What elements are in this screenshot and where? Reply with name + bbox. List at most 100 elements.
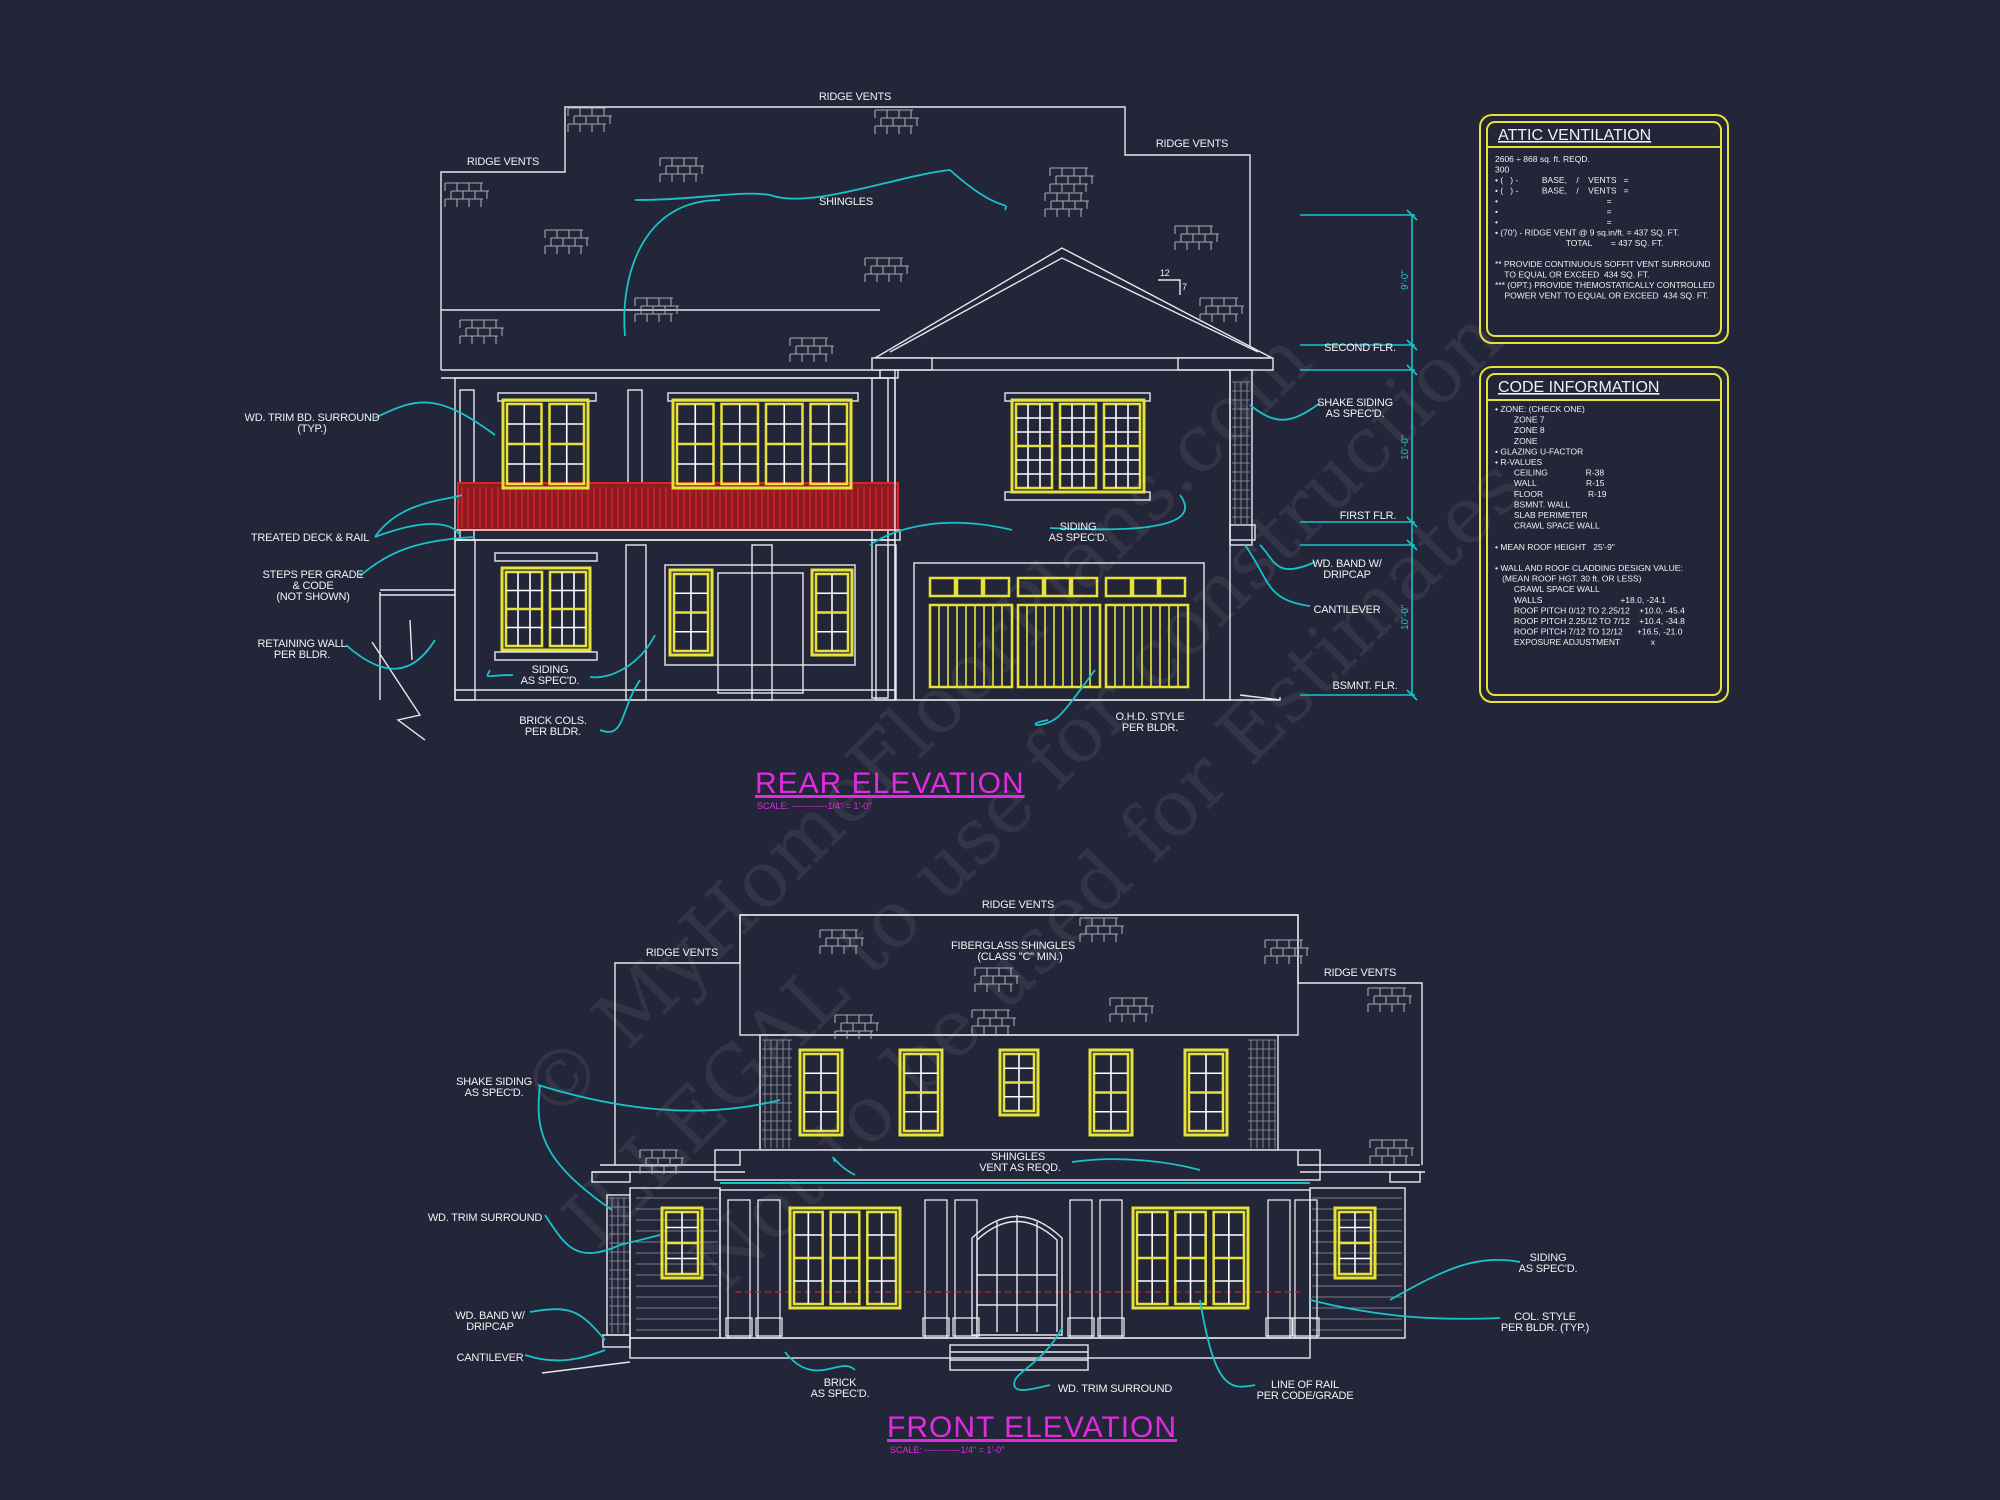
code-note-line: WALL R-15 (1495, 478, 1605, 488)
rear-dimension-string: 9'-0" 10'-0" 10'-0" (1300, 209, 1418, 701)
label-wd-trim-surround: WD. TRIM SURROUND (428, 1212, 543, 1224)
code-note-line: • ZONE: (CHECK ONE) (1495, 404, 1585, 414)
window (1010, 398, 1146, 494)
attic-note-line: 2606 ÷ 868 sq. ft. REQD. (1495, 154, 1590, 164)
rear-labels: RIDGE VENTS RIDGE VENTS RIDGE VENTS SHIN… (245, 91, 1398, 738)
window (671, 398, 853, 490)
shingle-patch (789, 337, 834, 362)
garage-glass-pane (955, 576, 984, 598)
window (1131, 1206, 1250, 1310)
label-retaining-wall-2: PER BLDR. (274, 649, 330, 661)
front-lap-siding (636, 1197, 1402, 1331)
label-fiberglass-shingles: FIBERGLASS SHINGLES (951, 940, 1075, 952)
label-ohd-style: O.H.D. STYLE (1115, 711, 1184, 723)
label-ohd-style-2: PER BLDR. (1122, 722, 1178, 734)
attic-note-line: • ( ) - BASE, / VENTS = (1495, 186, 1629, 196)
shingle-patch (834, 1014, 879, 1039)
window (1088, 1048, 1134, 1137)
porch-column (924, 1199, 948, 1339)
label-wd-band-2: DRIPCAP (466, 1321, 514, 1333)
label-line-of-rail: LINE OF RAIL (1271, 1379, 1339, 1391)
shingle-patch (444, 182, 489, 207)
label-brick-2: AS SPEC'D. (811, 1388, 870, 1400)
label-brick-cols: BRICK COLS. (519, 715, 587, 727)
code-note-line: ROOF PITCH 0/12 TO 2.25/12 +10.0, -45.4 (1495, 605, 1685, 615)
window (1183, 1048, 1229, 1137)
label-brick-cols-2: PER BLDR. (525, 726, 581, 738)
label-siding-right: SIDING (1060, 521, 1097, 533)
shingle-patch (1109, 997, 1154, 1022)
label-shake-siding: SHAKE SIDING (456, 1076, 532, 1088)
label-ridge-vents-left: RIDGE VENTS (467, 156, 539, 168)
label-ridge-vents: RIDGE VENTS (819, 91, 891, 103)
window (788, 1206, 902, 1310)
front-elevation-scale: SCALE: ------------1/4" = 1'-0" (890, 1445, 1004, 1455)
label-siding-2: AS SPEC'D. (1519, 1263, 1578, 1275)
rear-windows (500, 398, 1146, 657)
garage-glass-pane (982, 576, 1011, 598)
label-line-of-rail-2: PER CODE/GRADE (1257, 1390, 1354, 1402)
rear-gable (872, 247, 1273, 359)
porch-column (1267, 1199, 1291, 1339)
label-col-style: COL. STYLE (1514, 1311, 1576, 1323)
shingle-patch (864, 257, 909, 282)
garage-panel (1104, 603, 1190, 689)
garage-glass-pane (1043, 576, 1072, 598)
code-note-line: ROOF PITCH 7/12 TO 12/12 +16.5, -21.0 (1495, 627, 1683, 637)
shingle-patch (639, 1149, 684, 1174)
label-wd-band: WD. BAND W/ (455, 1310, 525, 1322)
garage-glass-pane (1131, 576, 1160, 598)
label-fiberglass-shingles-2: (CLASS "C" MIN.) (977, 951, 1062, 963)
pitch-rise: 12 (1160, 268, 1170, 278)
code-note-line: FLOOR R-19 (1495, 489, 1607, 499)
label-shingles-2: VENT AS REQD. (979, 1162, 1061, 1174)
attic-note-line: 300 (1495, 165, 1509, 175)
attic-note-line: TO EQUAL OR EXCEED 434 SQ. FT. (1495, 270, 1649, 280)
label-col-style-2: PER BLDR. (TYP.) (1501, 1322, 1589, 1334)
code-note-line: (MEAN ROOF HGT. 30 ft. OR LESS) (1495, 574, 1642, 584)
label-ridge-vents-right: RIDGE VENTS (1324, 967, 1396, 979)
garage-glass-pane (1016, 576, 1045, 598)
label-steps-3: (NOT SHOWN) (276, 591, 349, 603)
window (501, 398, 590, 490)
garage-glass-pane (1158, 576, 1187, 598)
rear-elevation-scale: SCALE: ------------1/4" = 1'-0" (757, 801, 871, 811)
porch-column (1294, 1199, 1318, 1339)
front-elevation-title: FRONT ELEVATION (887, 1411, 1177, 1444)
code-note-line: ZONE (1495, 436, 1538, 446)
code-note-line: • WALL AND ROOF CLADDING DESIGN VALUE: (1495, 563, 1683, 573)
label-ridge-vents-left: RIDGE VENTS (646, 947, 718, 959)
label-wd-trim-surround-bottom: WD. TRIM SURROUND (1058, 1383, 1173, 1395)
dimension-upper: 9'-0" (1400, 270, 1411, 290)
window (798, 1048, 844, 1137)
code-information-box: CODE INFORMATION • ZONE: (CHECK ONE) ZON… (1479, 366, 1729, 703)
window (998, 1048, 1040, 1117)
front-elevation: RIDGE VENTS RIDGE VENTS RIDGE VENTS FIBE… (428, 899, 1590, 1455)
label-brick: BRICK (824, 1377, 857, 1389)
window (810, 568, 854, 657)
attic-note-line: • ( ) - BASE, / VENTS = (1495, 175, 1629, 185)
code-note-line: • GLAZING U-FACTOR (1495, 446, 1583, 456)
attic-note-line: • = (1495, 207, 1612, 217)
label-wd-band-2: DRIPCAP (1323, 569, 1371, 581)
code-note-line: • MEAN ROOF HEIGHT 25'-9" (1495, 542, 1615, 552)
label-cantilever: CANTILEVER (1313, 604, 1380, 616)
label-deck: TREATED DECK & RAIL (251, 532, 369, 544)
label-siding: SIDING (1530, 1252, 1567, 1264)
front-shake-siding (609, 1039, 1276, 1333)
shingle-patch (1264, 939, 1309, 964)
attic-ventilation-title: ATTIC VENTILATION (1498, 127, 1651, 144)
rear-shake-siding (1232, 381, 1250, 526)
label-shake-siding-2: AS SPEC'D. (1326, 408, 1385, 420)
label-shake-siding-2: AS SPEC'D. (465, 1087, 524, 1099)
garage-glass-pane (1104, 576, 1133, 598)
shingle-patch (1079, 917, 1124, 942)
rear-shingle-patches (444, 107, 1244, 362)
shingle-patch (567, 107, 612, 132)
shingle-patch (659, 157, 704, 182)
window (500, 566, 592, 652)
treated-deck-rail (457, 482, 899, 531)
rear-roof-outline (440, 106, 1251, 370)
shingle-patch (974, 967, 1019, 992)
